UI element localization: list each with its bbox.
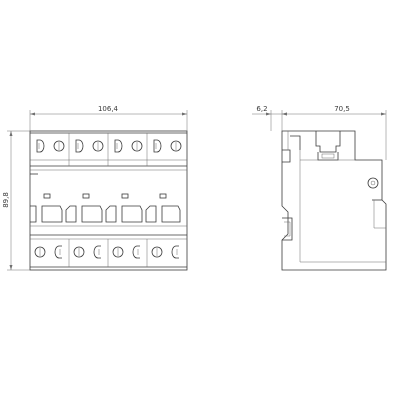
terminal-screw-icon	[93, 245, 101, 259]
terminal-screw-icon	[36, 139, 45, 153]
dimension-side-depth: 70,5	[282, 105, 387, 160]
terminal-screw-icon	[114, 139, 123, 153]
front-width-label: 106,4	[98, 105, 119, 113]
dimension-height: 89,8	[2, 130, 30, 271]
terminal-screw-icon	[151, 246, 163, 258]
indicator-windows	[30, 173, 167, 199]
terminal-screw-icon	[112, 246, 124, 258]
side-offset-label: 6,2	[256, 105, 267, 113]
terminal-screw-icon	[92, 140, 104, 152]
front-outline	[29, 130, 188, 271]
terminal-screw-icon	[34, 246, 46, 258]
bottom-terminal-screws	[34, 245, 179, 259]
terminal-screw-icon	[73, 246, 85, 258]
side-depth-label: 70,5	[334, 105, 350, 113]
terminal-screw-icon	[153, 139, 162, 153]
side-view	[281, 130, 387, 271]
front-view	[29, 130, 188, 271]
toggle-levers	[30, 205, 187, 227]
terminal-screw-icon	[132, 245, 140, 259]
terminal-screw-icon	[53, 140, 65, 152]
terminal-screw-icon	[75, 139, 84, 153]
terminal-screw-icon	[54, 245, 62, 259]
terminal-screw-icon	[170, 140, 182, 152]
adjustment-screw-icon	[367, 177, 379, 189]
top-terminal-screws	[36, 139, 182, 153]
height-label: 89,8	[2, 192, 10, 208]
terminal-screw-icon	[131, 140, 143, 152]
dimension-side-offset: 6,2	[252, 105, 287, 131]
terminal-screw-icon	[171, 245, 179, 259]
dimension-front-width: 106,4	[29, 105, 188, 131]
module-separators	[68, 133, 148, 267]
